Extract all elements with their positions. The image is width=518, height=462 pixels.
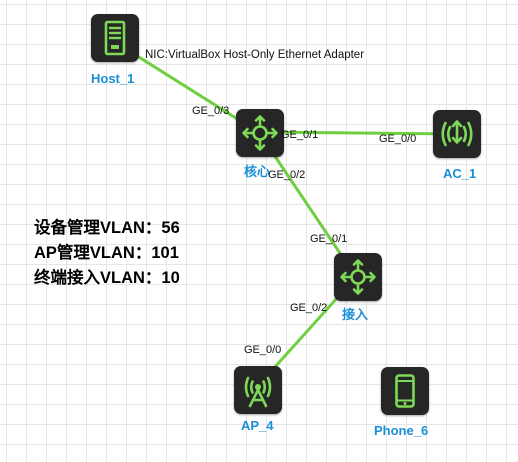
link-core-ac1[interactable] [256,130,460,136]
node-phone-6[interactable] [381,367,429,415]
switch-arrows-icon [242,115,278,151]
note-device-management-vlan: 设备管理VLAN：56 [34,219,180,237]
smartphone-icon [395,374,415,408]
switch-arrows-icon [340,259,376,295]
node-label-ac-1: AC_1 [443,166,477,181]
node-label-ap-4: AP_4 [241,418,274,433]
node-core-switch[interactable] [236,109,284,157]
node-host-1[interactable] [91,14,139,62]
node-ac-1[interactable] [433,110,481,158]
node-label-core: 核心 [244,164,271,179]
node-label-phone-6: Phone_6 [374,423,429,438]
note-ap-management-vlan: AP管理VLAN：101 [34,244,179,262]
access-point-icon [244,376,272,408]
port-label-ap-ge00: GE_0/0 [244,344,282,356]
node-ap-4[interactable] [234,366,282,414]
note-terminal-access-vlan: 终端接入VLAN：10 [34,269,180,287]
link-host1-core[interactable] [113,40,260,134]
node-label-host-1: Host_1 [91,71,135,86]
port-label-access-ge02: GE_0/2 [290,302,328,314]
node-access-switch[interactable] [334,253,382,301]
port-label-core-ge03: GE_0/3 [192,105,230,117]
nic-label: NIC:VirtualBox Host-Only Ethernet Adapte… [145,49,365,61]
port-label-core-ge02: GE_0/2 [268,169,306,181]
wireless-controller-icon [441,120,473,147]
port-label-access-ge01: GE_0/1 [310,233,348,245]
node-label-access: 接入 [342,307,369,322]
server-icon [104,20,126,56]
port-label-ac-ge00: GE_0/0 [379,133,417,145]
port-label-core-ge01: GE_0/1 [281,129,319,141]
